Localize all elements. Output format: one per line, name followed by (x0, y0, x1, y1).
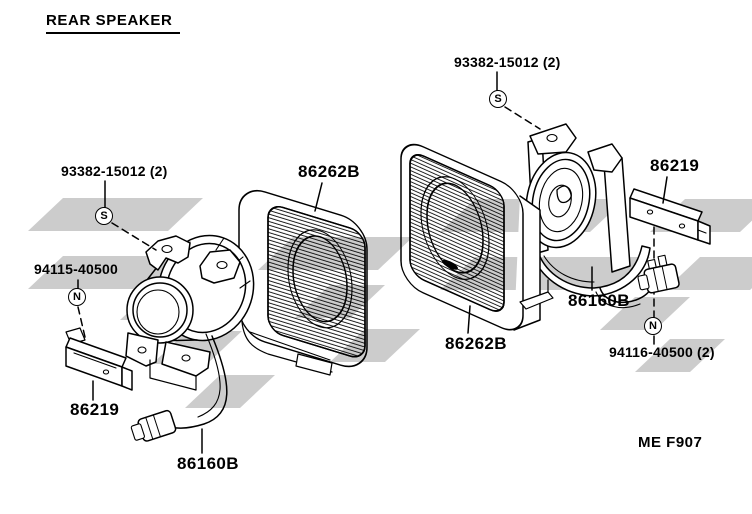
leader-lines (77, 71, 668, 454)
part-label-speaker-right: 86160B (568, 291, 630, 310)
left-grille-drawing (238, 190, 368, 376)
screw-marker-left: S (95, 207, 113, 225)
part-label-nut-right: 94116-40500 (2) (609, 344, 715, 360)
nut-marker-right: N (644, 317, 662, 335)
left-bracket-drawing (65, 327, 133, 391)
right-wire-connector (637, 254, 680, 294)
part-label-speaker-left: 86160B (177, 454, 239, 473)
part-label-screw-right: 93382-15012 (2) (454, 54, 561, 70)
nut-marker-left: N (68, 288, 86, 306)
part-label-screw-left: 93382-15012 (2) (61, 163, 168, 179)
screw-marker-right: S (489, 90, 507, 108)
right-bracket-drawing (629, 188, 711, 245)
left-wire-connector (130, 409, 177, 442)
part-label-bracket-left: 86219 (70, 400, 120, 419)
part-label-grille-right: 86262B (445, 334, 507, 353)
left-speaker-drawing (125, 234, 255, 429)
part-label-nut-left: 94115-40500 (34, 261, 118, 277)
right-grille-drawing (400, 143, 554, 331)
part-label-grille-left: 86262B (298, 162, 360, 181)
part-label-bracket-right: 86219 (650, 156, 700, 175)
page-title: REAR SPEAKER (46, 13, 181, 34)
diagram-code: ME F907 (638, 434, 703, 451)
